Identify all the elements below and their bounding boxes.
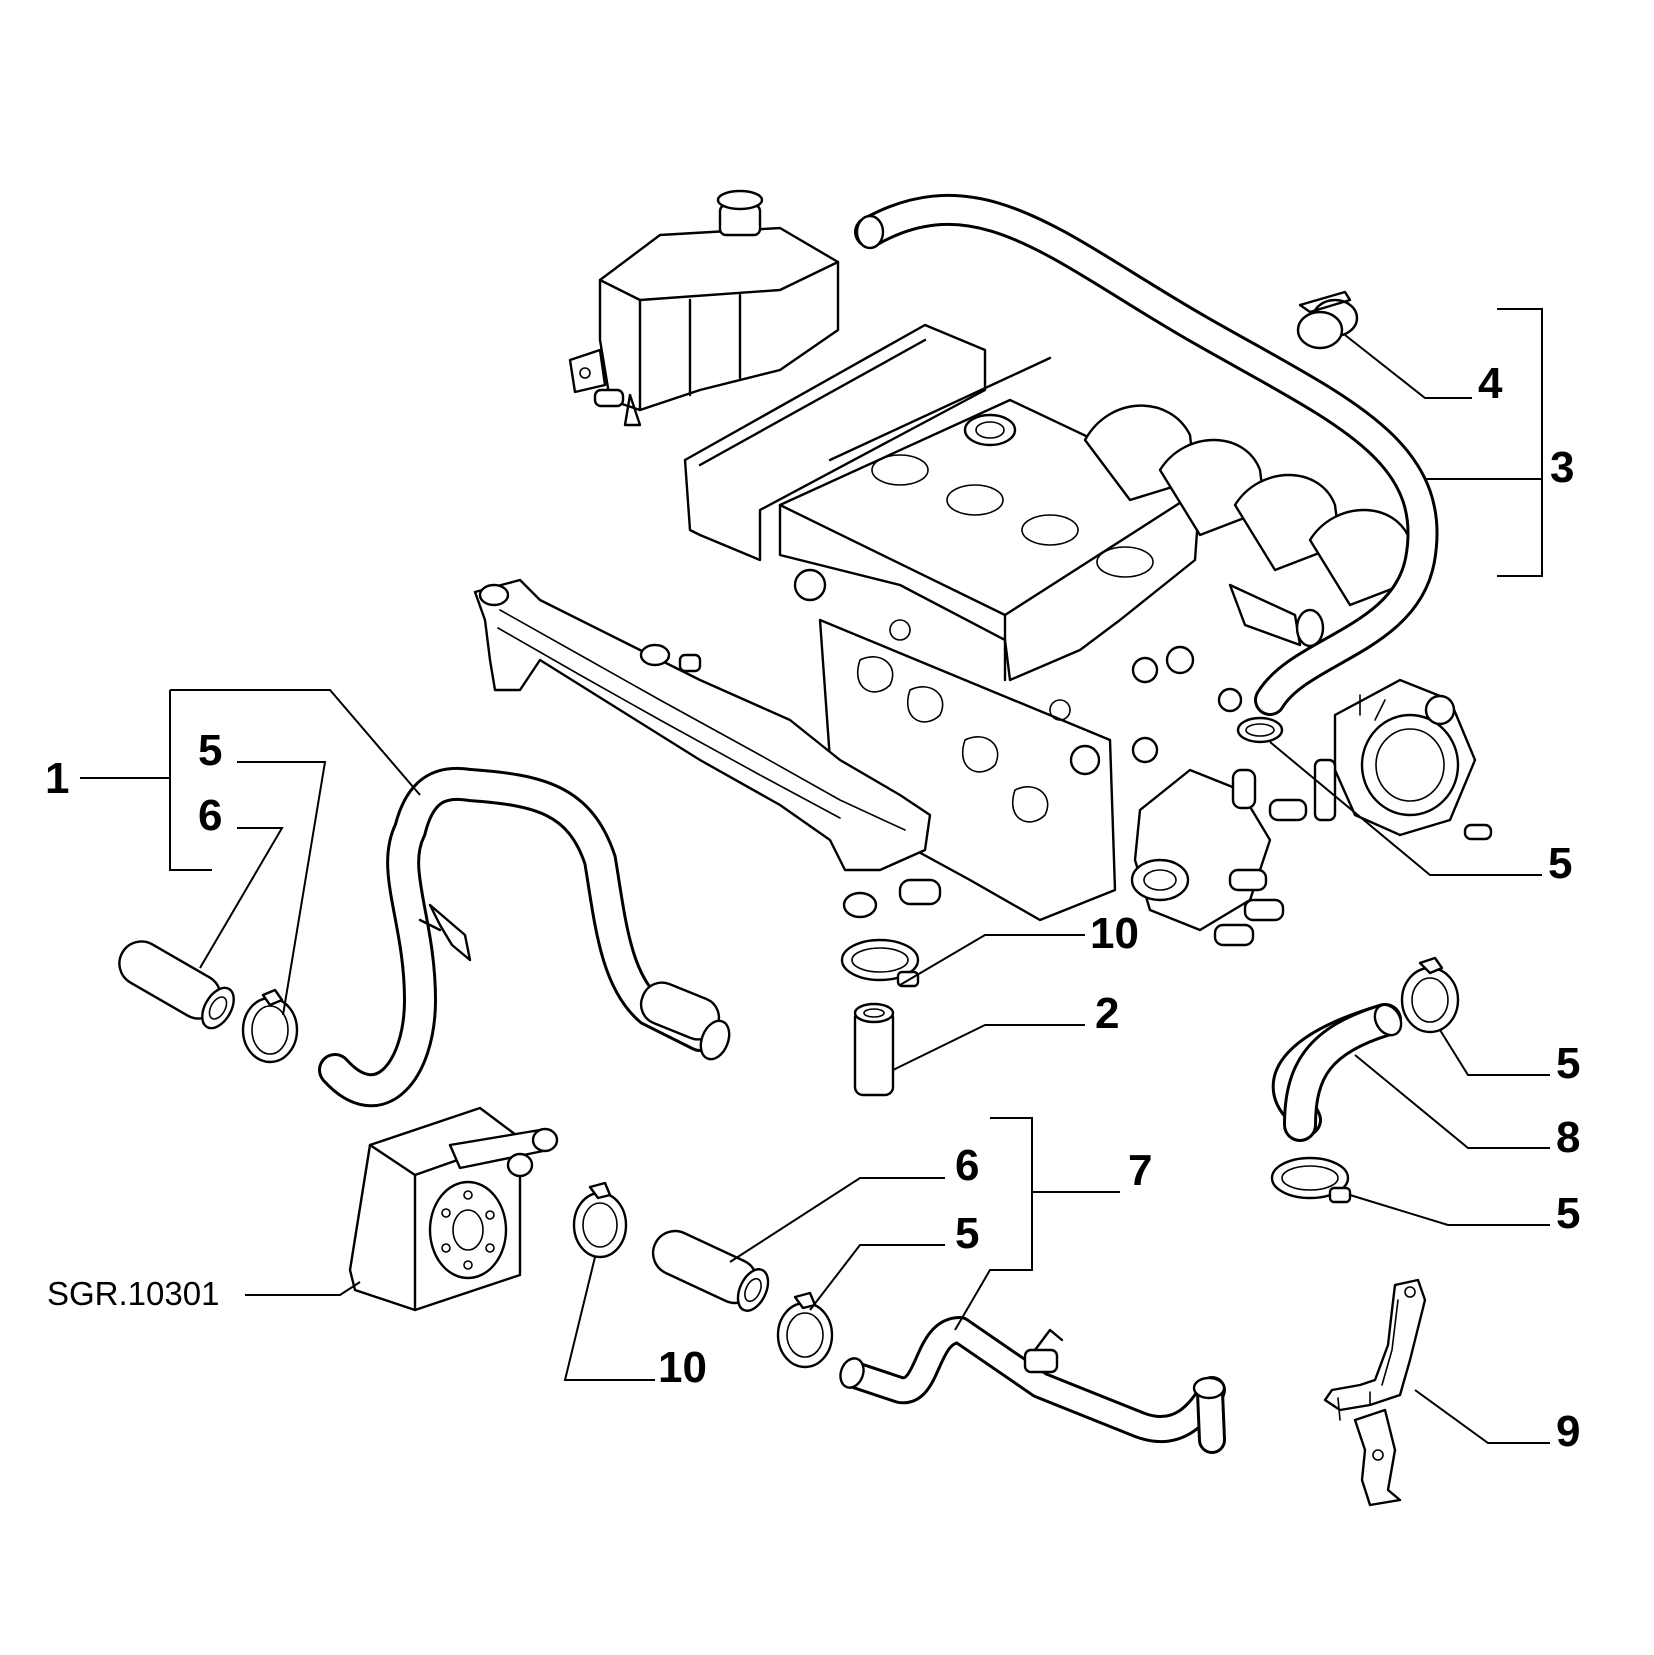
callout-6-bottom: 6 — [955, 1141, 979, 1190]
callout-7: 7 — [1128, 1146, 1152, 1195]
clip-4 — [1296, 290, 1359, 350]
callout-6-left: 6 — [198, 791, 222, 840]
hose-clamp-5-left — [241, 988, 299, 1064]
callout-3: 3 — [1550, 443, 1574, 492]
callout-1: 1 — [45, 754, 69, 803]
callout-5-thermostat: 5 — [1548, 839, 1572, 888]
oil-cooler — [348, 1106, 559, 1312]
cylinder-head — [683, 323, 1417, 922]
callout-8: 8 — [1556, 1113, 1580, 1162]
throttle-body — [1313, 678, 1493, 841]
hose-1 — [318, 766, 731, 1108]
leader-lines — [80, 308, 1550, 1444]
sleeve-2 — [853, 1002, 895, 1097]
hose-clamp-10-bottom — [572, 1181, 628, 1259]
callout-5-right-upper: 5 — [1556, 1039, 1580, 1088]
callout-labels: 1 5 6 4 3 5 10 2 5 8 5 9 7 6 5 10 SGR.10… — [45, 359, 1580, 1456]
coolant-manifold-pipe — [473, 578, 942, 919]
reference-code: SGR.10301 — [47, 1275, 219, 1312]
callout-2: 2 — [1095, 989, 1119, 1038]
sleeve-6-bottom — [651, 1229, 770, 1312]
sleeve-6-left — [118, 940, 235, 1030]
callout-5-bottom: 5 — [955, 1209, 979, 1258]
callout-5-left: 5 — [198, 726, 222, 775]
hose-clamp-5-right-lower — [1270, 1156, 1352, 1204]
hose-3 — [854, 193, 1439, 716]
callout-10-bottom: 10 — [658, 1343, 707, 1392]
callout-4: 4 — [1478, 359, 1503, 408]
bracket-9 — [1323, 1278, 1427, 1507]
expansion-tank — [568, 189, 840, 427]
hose-clamp-5-bottom — [776, 1291, 834, 1369]
callout-5-right-lower: 5 — [1556, 1189, 1580, 1238]
hose-clamp-10-center — [840, 938, 920, 988]
thermostat-housing — [1130, 768, 1308, 947]
pipe-7 — [839, 1316, 1226, 1454]
hose-8 — [1271, 1003, 1403, 1142]
callout-9: 9 — [1556, 1407, 1580, 1456]
hose-clamp-5-top — [1236, 716, 1284, 744]
callout-10-center: 10 — [1090, 909, 1139, 958]
hose-clamp-5-right-upper — [1400, 956, 1460, 1034]
